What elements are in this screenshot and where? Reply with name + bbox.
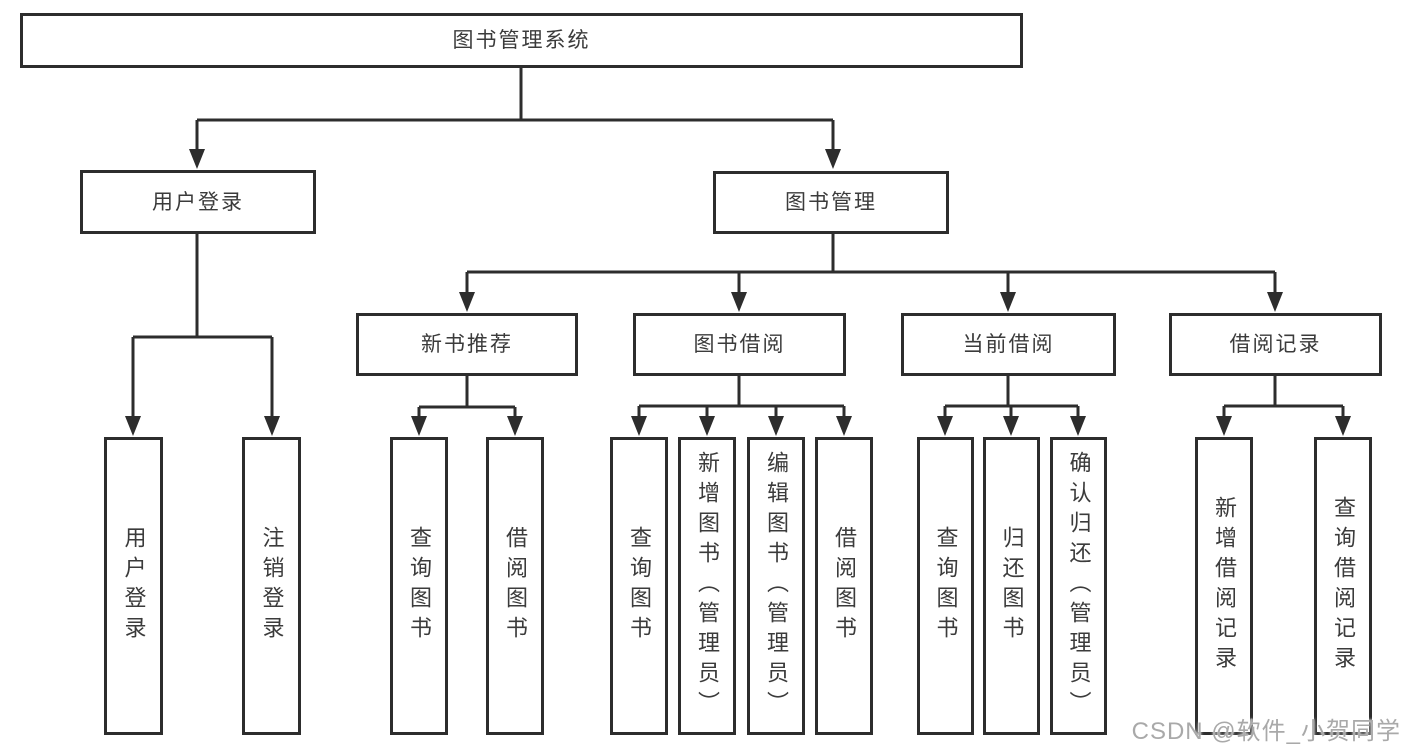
leaf-borrow-books-2: 借阅图书 [815, 437, 873, 735]
leaf-logout: 注销登录 [242, 437, 301, 735]
arrowhead [937, 416, 953, 436]
node-book-management: 图书管理 [713, 171, 949, 234]
arrowhead [699, 416, 715, 436]
connector-root-to-level1 [195, 68, 835, 149]
leaf-borrow-books-1: 借阅图书 [486, 437, 544, 735]
arrowhead [264, 416, 280, 436]
node-root-label: 图书管理系统 [452, 29, 591, 52]
arrowhead [507, 416, 523, 436]
node-user-login: 用户登录 [80, 170, 316, 234]
arrowhead [731, 292, 747, 312]
csdn-watermark: CSDN @软件_小贺同学 [1131, 718, 1401, 745]
leaf-query-borrow-record-label: 查询借阅记录 [1331, 496, 1356, 676]
leaf-add-books-admin: 新增图书（管理员） [678, 437, 736, 735]
connector-userlogin-to-leaves [131, 234, 274, 416]
node-book-management-label: 图书管理 [785, 191, 877, 214]
arrowhead [836, 416, 852, 436]
leaf-user-login: 用户登录 [104, 437, 163, 735]
arrowhead [1335, 416, 1351, 436]
arrowhead [411, 416, 427, 436]
arrowheads [125, 149, 1351, 436]
node-borrow-records-label: 借阅记录 [1229, 333, 1322, 356]
connector-bookmgmt-to-level2 [465, 234, 1277, 292]
arrowhead [125, 416, 141, 436]
node-root: 图书管理系统 [20, 13, 1023, 68]
node-current-borrow-label: 当前借阅 [962, 333, 1055, 356]
leaf-borrow-books-2-label: 借阅图书 [832, 526, 857, 646]
arrowhead [825, 149, 841, 169]
arrowhead [1216, 416, 1232, 436]
node-book-borrow-label: 图书借阅 [693, 333, 786, 356]
leaf-query-books-2-label: 查询图书 [627, 526, 652, 646]
arrowhead [1070, 416, 1086, 436]
leaf-query-books-1: 查询图书 [390, 437, 448, 735]
leaf-add-books-admin-label: 新增图书（管理员） [695, 451, 720, 721]
leaf-edit-books-admin: 编辑图书（管理员） [747, 437, 805, 735]
arrowhead [768, 416, 784, 436]
leaf-user-login-label: 用户登录 [121, 526, 147, 646]
leaf-query-books-3-label: 查询图书 [933, 526, 959, 646]
connector-borrowrecords-to-leaves [1222, 376, 1345, 416]
connector-newbooks-to-leaves [417, 376, 517, 416]
leaf-logout-label: 注销登录 [259, 526, 285, 646]
arrowhead [1000, 292, 1016, 312]
arrowhead [189, 149, 205, 169]
arrowhead [459, 292, 475, 312]
leaf-borrow-books-1-label: 借阅图书 [503, 526, 528, 646]
leaf-edit-books-admin-label: 编辑图书（管理员） [764, 451, 789, 721]
leaf-query-books-2: 查询图书 [610, 437, 668, 735]
connector-currentborrow-to-leaves [943, 376, 1080, 416]
leaf-query-books-3: 查询图书 [917, 437, 974, 735]
leaf-add-borrow-record-label: 新增借阅记录 [1212, 496, 1237, 676]
node-new-book-recommend: 新书推荐 [356, 313, 578, 376]
leaf-query-books-1-label: 查询图书 [407, 526, 432, 646]
leaf-return-books-label: 归还图书 [999, 526, 1025, 646]
leaf-confirm-return-admin: 确认归还（管理员） [1050, 437, 1107, 735]
node-new-book-recommend-label: 新书推荐 [421, 333, 513, 356]
node-current-borrow: 当前借阅 [901, 313, 1116, 376]
node-book-borrow: 图书借阅 [633, 313, 846, 376]
node-borrow-records: 借阅记录 [1169, 313, 1382, 376]
connector-bookborrow-to-leaves [637, 376, 846, 416]
arrowhead [1267, 292, 1283, 312]
leaf-return-books: 归还图书 [983, 437, 1040, 735]
leaf-confirm-return-admin-label: 确认归还（管理员） [1066, 451, 1092, 721]
leaf-add-borrow-record: 新增借阅记录 [1195, 437, 1253, 735]
arrowhead [631, 416, 647, 436]
arrowhead [1003, 416, 1019, 436]
leaf-query-borrow-record: 查询借阅记录 [1314, 437, 1372, 735]
node-user-login-label: 用户登录 [152, 190, 244, 214]
